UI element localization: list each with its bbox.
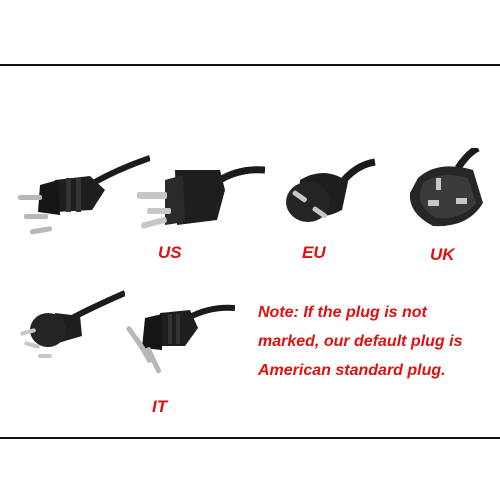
eu-plug-image [286,158,376,222]
note-line-1: Note: If the plug is not [258,304,427,321]
au-plug-image [20,290,125,358]
label-it: IT [152,397,168,416]
swiss-plug-image [18,155,150,235]
note-line-3: American standard plug. [258,362,446,379]
default-plug-note: Note: If the plug is not marked, our def… [258,298,498,385]
uk-plug-image [409,148,483,227]
top-rule [0,64,500,66]
label-uk: UK [430,245,455,264]
note-line-2: marked, our default plug is [258,333,463,350]
us-plug-image [137,166,265,229]
bottom-rule [0,437,500,439]
label-us: US [158,243,182,262]
it-plug-image [126,304,235,374]
label-eu: EU [302,243,326,262]
